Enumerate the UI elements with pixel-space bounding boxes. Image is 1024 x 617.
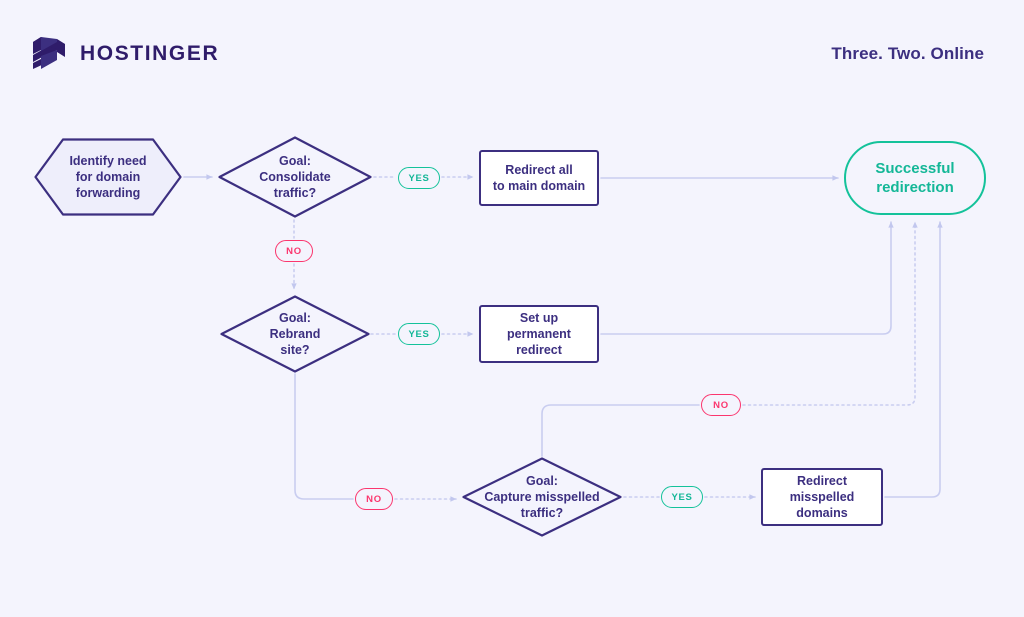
edge-label-yes-misspelled[interactable]: YES	[661, 486, 703, 508]
node-goal-rebrand-site[interactable]: Goal: Rebrand site?	[220, 295, 370, 373]
node-goal-capture-misspelled-traffic[interactable]: Goal: Capture misspelled traffic?	[462, 457, 622, 537]
node-label: Set up permanent redirect	[507, 311, 571, 357]
node-identify-need[interactable]: Identify need for domain forwarding	[34, 138, 182, 216]
edge-a2-to-end	[600, 221, 894, 335]
node-successful-redirection[interactable]: Successful redirection	[844, 141, 986, 215]
brand-wordmark: HOSTINGER	[80, 41, 220, 65]
edge-label-no-misspelled[interactable]: NO	[701, 394, 741, 416]
node-label: Successful redirection	[875, 159, 955, 197]
node-set-up-permanent-redirect[interactable]: Set up permanent redirect	[479, 305, 599, 363]
node-goal-consolidate-traffic[interactable]: Goal: Consolidate traffic?	[218, 136, 372, 218]
hostinger-h-logo-icon	[33, 37, 65, 69]
diamond-shape	[220, 295, 370, 373]
node-label: Redirect misspelled domains	[789, 474, 855, 520]
diamond-shape	[462, 457, 622, 537]
edge-label-no-consolidate[interactable]: NO	[275, 240, 313, 262]
diamond-shape	[218, 136, 372, 218]
hexagon-shape	[34, 138, 182, 216]
edge-label-yes-consolidate[interactable]: YES	[398, 167, 440, 189]
edge-label-yes-rebrand[interactable]: YES	[398, 323, 440, 345]
tagline: Three. Two. Online	[831, 44, 984, 63]
edge-d3-no-left	[541, 404, 700, 457]
edge-d2-no-left	[294, 373, 354, 500]
edge-a3-to-end	[884, 221, 943, 498]
node-label: Redirect all to main domain	[492, 163, 586, 193]
node-redirect-misspelled-domains[interactable]: Redirect misspelled domains	[761, 468, 883, 526]
node-redirect-all-to-main-domain[interactable]: Redirect all to main domain	[479, 150, 599, 206]
edge-label-no-rebrand[interactable]: NO	[355, 488, 393, 510]
edge-d3-no-right	[742, 221, 918, 406]
brand-logo: HOSTINGER	[32, 36, 219, 70]
